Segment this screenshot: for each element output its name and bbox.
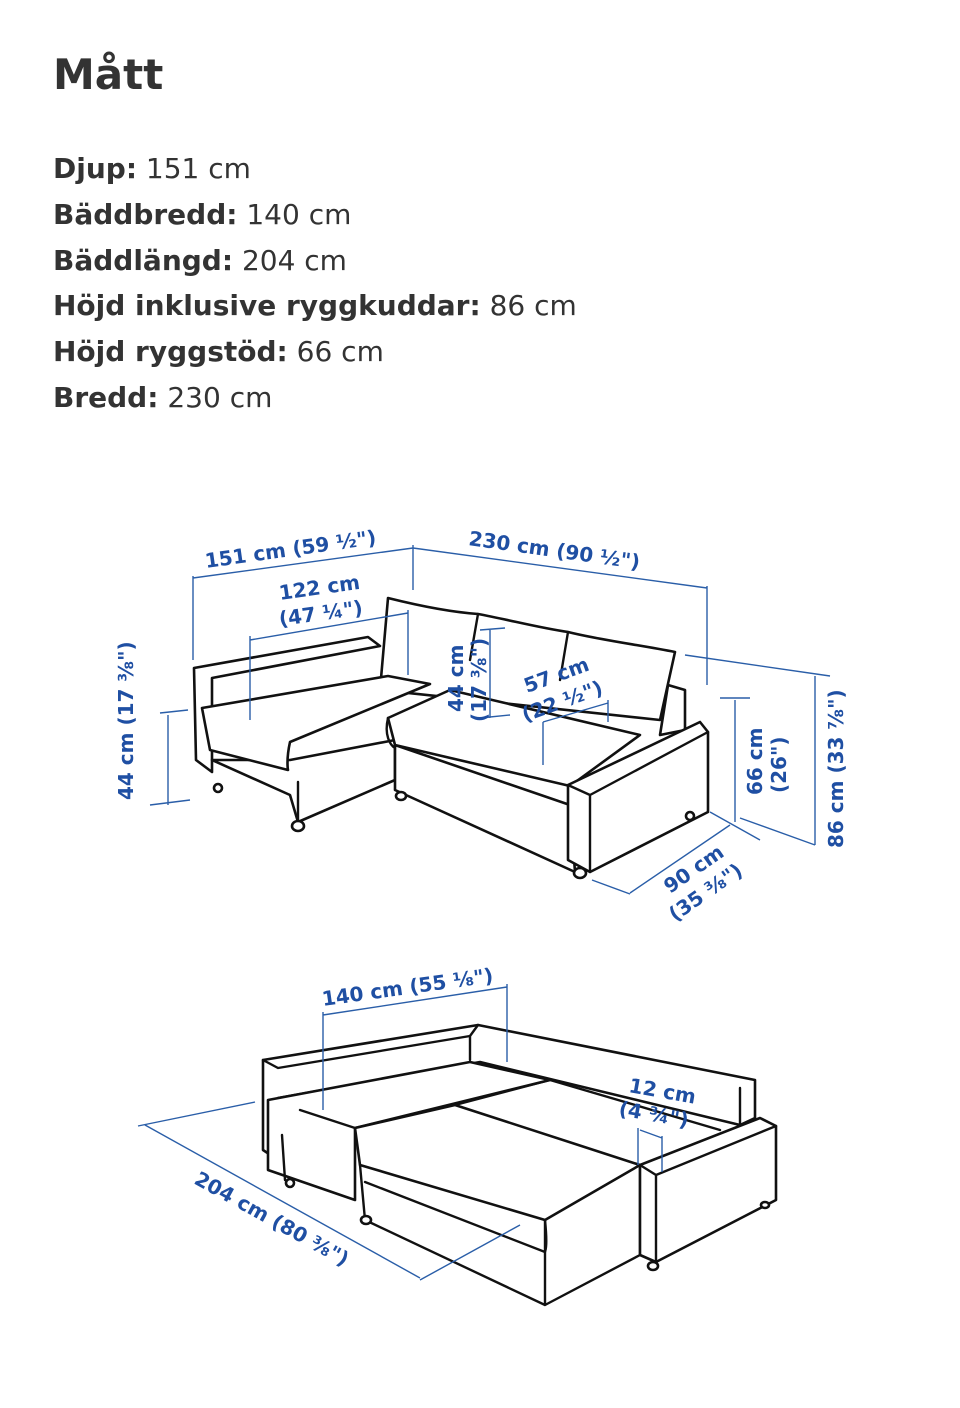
spec-value: 204 cm (241, 243, 347, 277)
spec-label: Bredd: (53, 380, 159, 414)
spec-label: Djup: (53, 152, 138, 185)
bed-drawing (261, 1023, 778, 1307)
spec-list: Djup: 151 cm Bäddbredd: 140 cm Bäddlängd… (53, 146, 577, 421)
spec-value: 140 cm (246, 197, 352, 231)
dim-total-height: 86 cm (33 ⅞") (824, 689, 848, 848)
spec-item: Djup: 151 cm (53, 146, 577, 192)
dim-bed-width: 140 cm (55 ⅛") (320, 963, 494, 1011)
sofa-dimension-lines (149, 545, 831, 895)
spec-item: Bredd: 230 cm (53, 375, 577, 421)
spec-value: 86 cm (489, 289, 577, 323)
spec-label: Bäddbredd: (53, 197, 238, 231)
dim-seat-height: 44 cm (17 ⅜") (114, 641, 138, 800)
spec-item: Höjd inklusive ryggkuddar: 86 cm (53, 283, 577, 329)
page-title: Mått (53, 50, 164, 99)
spec-label: Höjd ryggstöd: (53, 335, 288, 369)
dim-cushion-height-in: (17 ⅜") (467, 638, 491, 722)
spec-label: Höjd inklusive ryggkuddar: (53, 289, 481, 323)
dim-cushion-height-cm: 44 cm (444, 645, 468, 713)
dim-depth: 151 cm (59 ½") (203, 525, 377, 573)
bed-dimension-lines (137, 984, 663, 1281)
spec-item: Höjd ryggstöd: 66 cm (53, 329, 577, 375)
spec-item: Bäddlängd: 204 cm (53, 238, 577, 284)
sofa-drawing (192, 596, 710, 880)
spec-item: Bäddbredd: 140 cm (53, 192, 577, 238)
dim-back-height-cm: 66 cm (743, 728, 767, 796)
spec-value: 230 cm (167, 380, 273, 414)
spec-value: 66 cm (296, 335, 384, 369)
spec-value: 151 cm (145, 152, 251, 185)
spec-label: Bäddlängd: (53, 243, 234, 277)
dim-back-height-in: (26") (767, 736, 791, 793)
